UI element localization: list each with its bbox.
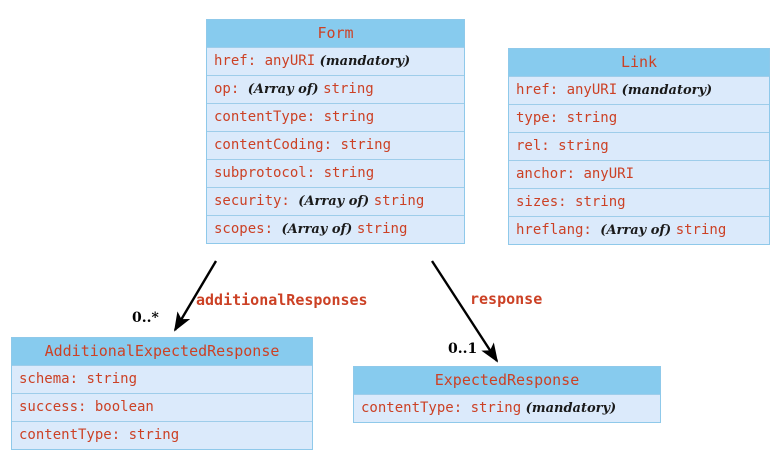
attribute-type: string [575,194,626,210]
attribute-name: sizes: [516,194,576,210]
class-attribute-row: anchor: anyURI [509,160,769,188]
class-attribute-row: security: (Array of) string [207,187,464,215]
attribute-name: subprotocol: [214,165,324,181]
class-attribute-row: op: (Array of) string [207,75,464,103]
attribute-type: anyURI [566,82,618,98]
class-attribute-row: href: anyURI (mandatory) [509,76,769,104]
attribute-name: success: [19,399,95,415]
attribute-type: string [356,221,408,237]
class-title-link: Link [509,49,769,76]
attribute-type: anyURI [264,53,316,69]
attribute-type: string [566,110,618,126]
edge-multiplicity-additional-responses: 0..* [132,310,159,326]
class-attribute-row: rel: string [509,132,769,160]
class-attribute-row: contentCoding: string [207,131,464,159]
class-attribute-row: scopes: (Array of) string [207,215,464,243]
attribute-name: contentType: [361,400,471,416]
attribute-type: string [373,193,425,209]
attribute-type: string [323,109,375,125]
class-attribute-row: hreflang: (Array of) string [509,216,769,244]
class-title-form: Form [207,20,464,47]
attribute-name: contentType: [214,109,324,125]
class-title-expected-response: ExpectedResponse [354,367,660,394]
class-attribute-row: schema: string [12,365,312,393]
attribute-type: string [86,371,138,387]
edge-label-response: response [470,290,543,308]
class-attribute-row: contentType: string (mandatory) [354,394,660,422]
attribute-name: scopes: [214,221,282,237]
attribute-type: string [128,427,180,443]
attribute-type: string [323,165,375,181]
attribute-array-marker: (Array of) [600,223,676,238]
attribute-type: string [340,137,392,153]
class-attribute-row: sizes: string [509,188,769,216]
attribute-name: schema: [19,371,87,387]
attribute-note: (mandatory) [521,401,617,416]
attribute-name: hreflang: [516,222,601,238]
class-attribute-row: type: string [509,104,769,132]
attribute-name: contentType: [19,427,129,443]
attribute-type: anyURI [583,166,635,182]
attribute-name: type: [516,110,567,126]
uml-class-form[interactable]: Form href: anyURI (mandatory) op: (Array… [206,19,465,244]
attribute-note: (mandatory) [315,54,411,69]
attribute-type: string [323,81,374,97]
class-title-additional-expected-response: AdditionalExpectedResponse [12,338,312,365]
class-attribute-row: href: anyURI (mandatory) [207,47,464,75]
attribute-name: op: [214,81,248,97]
attribute-name: href: [214,53,265,69]
attribute-name: security: [214,193,299,209]
attribute-type: boolean [94,399,154,415]
attribute-name: anchor: [516,166,584,182]
edge-label-additional-responses: additionalResponses [196,291,368,309]
attribute-array-marker: (Array of) [298,194,374,209]
attribute-name: href: [516,82,567,98]
attribute-type: string [558,138,609,154]
attribute-array-marker: (Array of) [247,82,324,97]
class-attribute-row: success: boolean [12,393,312,421]
uml-class-expected-response[interactable]: ExpectedResponse contentType: string (ma… [353,366,661,423]
attribute-note: (mandatory) [617,83,713,98]
class-attribute-row: subprotocol: string [207,159,464,187]
attribute-name: contentCoding: [214,137,341,153]
uml-class-additional-expected-response[interactable]: AdditionalExpectedResponse schema: strin… [11,337,313,450]
attribute-name: rel: [516,138,559,154]
attribute-type: string [470,400,522,416]
attribute-array-marker: (Array of) [281,222,357,237]
edge-multiplicity-response: 0..1 [448,341,478,357]
class-attribute-row: contentType: string [207,103,464,131]
attribute-type: string [675,222,727,238]
class-attribute-row: contentType: string [12,421,312,449]
uml-class-link[interactable]: Link href: anyURI (mandatory) type: stri… [508,48,770,245]
